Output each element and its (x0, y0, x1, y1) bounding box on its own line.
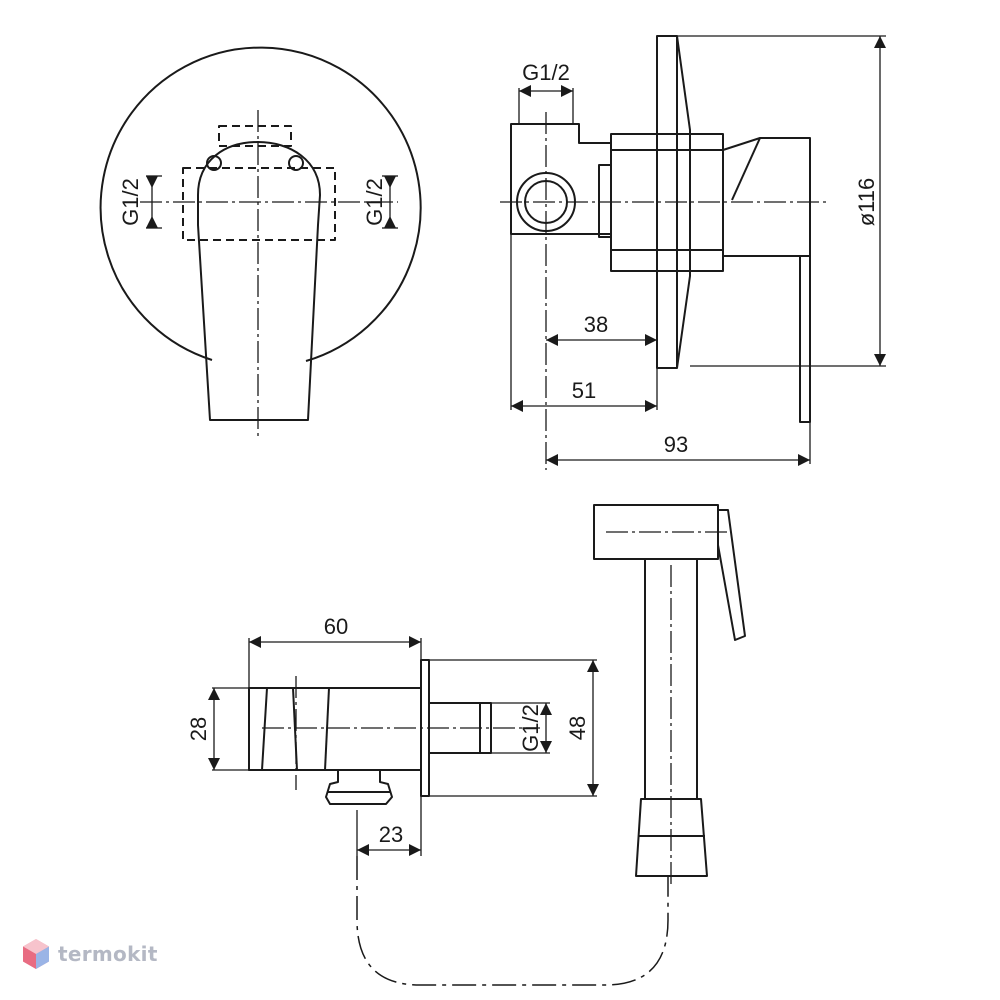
lever-chamfer (731, 137, 761, 201)
dimension-labels: G1/2 G1/2 G1/2 ø116 38 51 93 60 28 48 G1… (118, 60, 879, 847)
holder-body (248, 687, 422, 771)
front-right-thread-label: G1/2 (362, 178, 387, 226)
hose-connector (635, 798, 708, 877)
arrowheads (146, 36, 886, 856)
lever-handle (197, 141, 321, 421)
dim-93-label: 93 (664, 432, 688, 457)
mixer-front-view (99, 46, 422, 436)
holder-socket (248, 687, 268, 771)
termokit-logo: termokit (22, 938, 158, 970)
holder-dimension-lines (212, 638, 597, 856)
hand-shower-view (593, 504, 746, 884)
shower-center-line (606, 531, 730, 884)
handle-mark-right (288, 155, 304, 171)
holder-socket-inner2 (324, 687, 330, 771)
shower-holder-view (212, 638, 669, 986)
plate-bevel (676, 35, 691, 369)
lever-tail (799, 255, 811, 423)
side-top-thread-label: G1/2 (522, 60, 570, 85)
dim-23-label: 23 (379, 822, 403, 847)
diameter-label: ø116 (854, 178, 879, 227)
escutcheon-plate (99, 46, 422, 362)
holder-center-line (262, 676, 540, 790)
dim-28-label: 28 (186, 717, 211, 741)
dim-51-label: 51 (572, 378, 596, 403)
side-center-line (500, 112, 830, 470)
hexagon-logo-icon (23, 939, 49, 969)
hose-path (356, 856, 669, 986)
hidden-body-outline (182, 125, 336, 241)
dim-38-label: 38 (584, 312, 608, 337)
center-lines (140, 110, 398, 436)
side-lever (722, 137, 811, 257)
handle-mark-left (206, 155, 222, 171)
trigger-lever (717, 509, 746, 641)
dim-60-label: 60 (324, 614, 348, 639)
logo-text: termokit (58, 942, 158, 966)
mixer-side-view (500, 35, 886, 470)
front-left-thread-label: G1/2 (118, 178, 143, 226)
cartridge-stem (598, 164, 612, 238)
holder-thread-label: G1/2 (518, 704, 543, 752)
dim-48-label: 48 (565, 716, 590, 740)
hose-nut (325, 770, 393, 805)
